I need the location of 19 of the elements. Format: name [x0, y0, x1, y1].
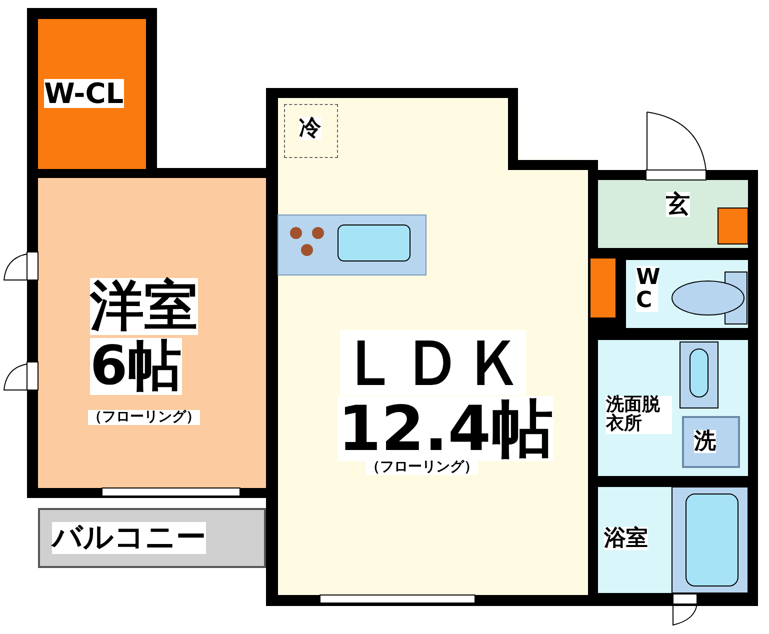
room-label: 6帖	[90, 338, 182, 395]
room-label: バルコニー	[52, 522, 206, 554]
closet-area	[27, 8, 157, 180]
room-label: 浴室	[604, 527, 648, 550]
washing-machine-space	[682, 416, 740, 468]
room-label: ＬＤＫ	[340, 330, 526, 396]
refrigerator-space	[284, 104, 338, 158]
room-label: 冷	[299, 117, 321, 140]
room-label: （フローリング）	[88, 410, 200, 425]
living-room-area	[278, 98, 588, 595]
room-label: 洗面脱衣所	[606, 396, 672, 434]
room-label: W-CL	[44, 79, 124, 108]
bathroom-area	[598, 487, 672, 593]
room-label: WC	[636, 266, 658, 312]
room-label: 玄	[666, 192, 690, 218]
room-label: 洋室	[90, 278, 198, 335]
room-label: （フローリング）	[366, 460, 478, 475]
room-label: 洗	[694, 430, 716, 454]
balcony-area	[38, 508, 266, 568]
